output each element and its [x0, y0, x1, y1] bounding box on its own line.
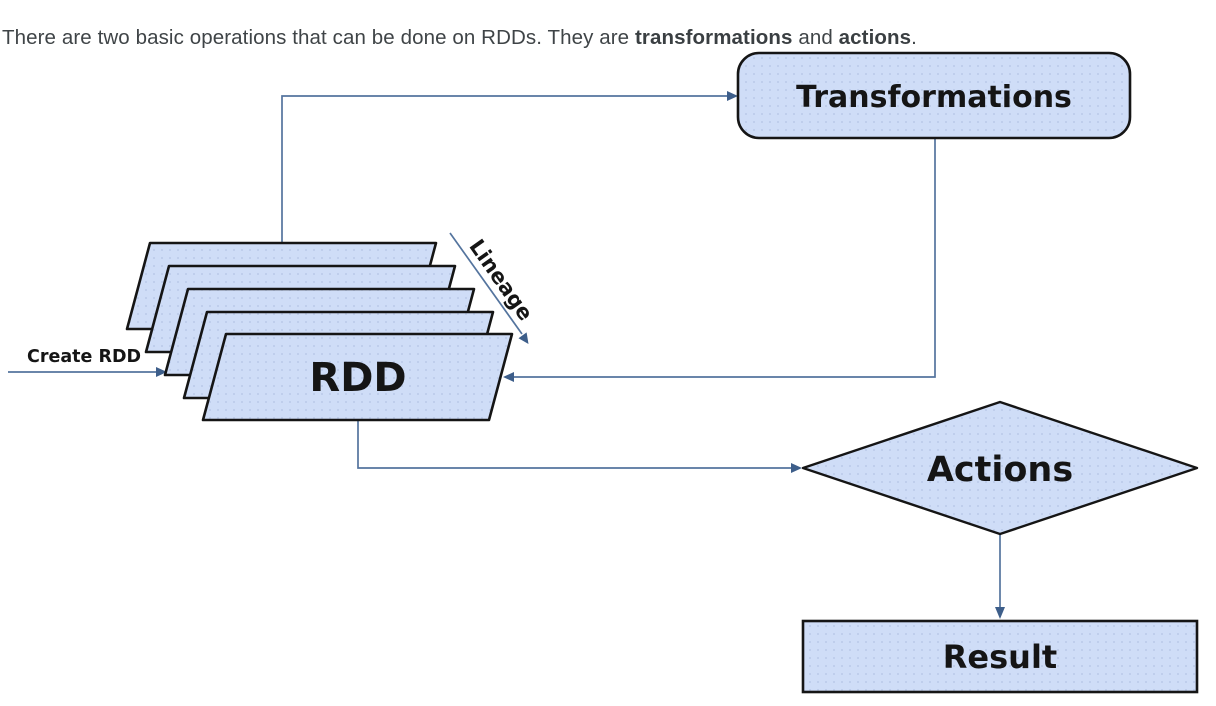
rdd-stack: RDD — [125, 241, 514, 422]
result-node: Result — [801, 619, 1199, 694]
result-node-label: Result — [943, 638, 1057, 676]
intro-emphasis-transformations: transformations — [634, 25, 793, 49]
actions-node: Actions — [801, 400, 1199, 536]
rdd-node-label: RDD — [309, 355, 406, 401]
edge-transformations-to-rdd-line — [514, 136, 936, 378]
arrowhead-lineage — [518, 332, 529, 344]
intro-period: . — [911, 25, 917, 49]
edge-lineage-line — [449, 232, 523, 335]
transformations-shape — [736, 51, 1132, 140]
intro-emphasis-actions: actions — [838, 25, 912, 49]
arrowhead-into-rdd-right — [503, 372, 514, 382]
edge-rdd-to-transformations-line — [281, 95, 728, 246]
arrowhead-into-transformations — [727, 91, 738, 101]
intro-part1: There are two basic operations that can … — [2, 25, 635, 49]
intro-sentence: There are two basic operations that can … — [2, 24, 1212, 52]
rdd-front-layer — [201, 332, 514, 422]
edge-create-rdd: Create RDD — [8, 347, 167, 377]
edge-transformations-to-rdd — [503, 136, 936, 382]
edge-rdd-to-transformations — [281, 91, 738, 246]
edge-rdd-to-actions — [357, 418, 802, 473]
transformations-node-label: Transformations — [796, 80, 1072, 115]
arrowhead-into-rdd-left — [156, 367, 167, 377]
edge-rdd-to-actions-line — [357, 418, 791, 469]
actions-shape — [801, 400, 1199, 536]
result-shape — [801, 619, 1199, 694]
create-rdd-label: Create RDD — [27, 347, 141, 367]
transformations-node: Transformations — [736, 51, 1132, 140]
edge-actions-to-result — [995, 532, 1005, 619]
arrowhead-into-result — [995, 607, 1005, 619]
arrowhead-into-actions — [791, 463, 802, 473]
intro-connector: and — [792, 25, 839, 49]
actions-node-label: Actions — [927, 450, 1073, 490]
